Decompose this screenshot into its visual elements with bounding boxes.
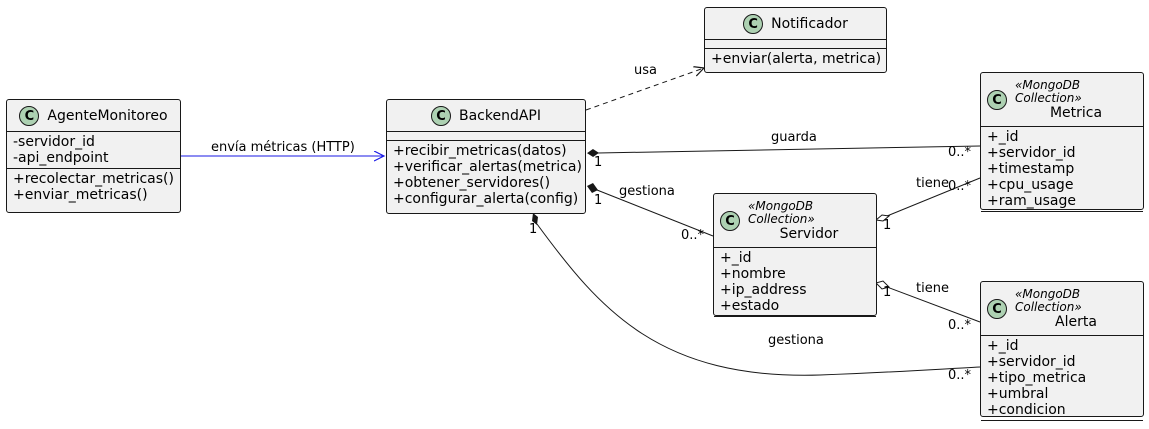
class-name: Metrica [1049, 105, 1103, 121]
methods-section: +recolectar_metricas() +enviar_metricas(… [7, 168, 180, 205]
class-alerta[interactable]: C «MongoDB Collection» Alerta +_id +serv… [980, 281, 1144, 421]
class-name: BackendAPI [458, 108, 541, 124]
relation-tiene-alerta-label: tiene [916, 281, 949, 296]
class-icon: C [430, 106, 451, 126]
class-name: Servidor [779, 226, 839, 242]
method: +recolectar_metricas() [13, 171, 174, 187]
attribute: +servidor_id [987, 354, 1076, 370]
relation-gestiona-alerta-mult-from: 1 [529, 222, 538, 237]
methods-section [981, 211, 1143, 220]
attribute: -servidor_id [13, 134, 95, 150]
class-stereotype: «MongoDB Collection» [748, 199, 815, 226]
class-backend-api[interactable]: C BackendAPI +recibir_metricas(datos) +v… [386, 99, 586, 214]
class-icon: C [19, 106, 40, 126]
attribute: +ip_address [720, 282, 807, 298]
class-agente-monitoreo[interactable]: C AgenteMonitoreo -servidor_id -api_endp… [6, 99, 181, 213]
method: +recibir_metricas(datos) [393, 143, 567, 159]
aggregation-diamond-tiene-metrica [874, 214, 891, 222]
relation-gestiona-alerta-line [536, 223, 981, 376]
relation-tiene-alerta-mult-from: 1 [883, 285, 892, 300]
attributes-section [387, 131, 585, 140]
aggregation-diamond-tiene-alerta [875, 280, 890, 290]
relation-gestiona-servidor-mult-to: 0..* [681, 228, 705, 243]
relation-tiene-alerta-mult-to: 0..* [948, 318, 972, 333]
methods-section [714, 316, 876, 325]
attributes-section [705, 39, 886, 48]
class-header: C «MongoDB Collection» Alerta [981, 282, 1143, 335]
relation-guarda-mult-from: 1 [594, 155, 603, 170]
composition-diamond-gestiona-servidor [587, 183, 598, 193]
attribute: +nombre [720, 266, 786, 282]
method: +obtener_servidores() [393, 175, 551, 191]
attribute: +_id [987, 129, 1019, 145]
attributes-section: +_id +servidor_id +tipo_metrica +umbral … [981, 335, 1143, 420]
attribute: -api_endpoint [13, 150, 109, 166]
class-icon: C [987, 90, 1007, 110]
class-header: C BackendAPI [387, 100, 585, 131]
attribute: +_id [987, 338, 1019, 354]
class-name: Notificador [771, 16, 848, 32]
attribute: +tipo_metrica [987, 370, 1087, 386]
attribute: +servidor_id [987, 145, 1076, 161]
relation-tiene-metrica-label: tiene [916, 176, 949, 191]
attributes-section: +_id +nombre +ip_address +estado [714, 247, 876, 316]
class-header: C AgenteMonitoreo [7, 100, 180, 131]
relation-gestiona-alerta-label: gestiona [768, 333, 824, 348]
attribute: +estado [720, 298, 780, 314]
attribute: +cpu_usage [987, 177, 1074, 193]
class-servidor[interactable]: C «MongoDB Collection» Servidor +_id +no… [713, 193, 877, 317]
composition-diamond-gestiona-alerta [532, 213, 538, 225]
class-icon: C [743, 14, 764, 34]
method: +verificar_alertas(metrica) [393, 159, 582, 175]
methods-section [981, 420, 1143, 429]
class-header: C «MongoDB Collection» Metrica [981, 73, 1143, 126]
attribute: +condicion [987, 402, 1066, 418]
composition-diamond-guarda [587, 149, 599, 157]
relation-guarda-line [597, 145, 981, 154]
method: +enviar(alerta, metrica) [711, 51, 882, 67]
methods-section: +enviar(alerta, metrica) [705, 48, 886, 69]
methods-section: +recibir_metricas(datos) +verificar_aler… [387, 140, 585, 209]
relation-gestiona-servidor-label: gestiona [619, 184, 675, 199]
relation-gestiona-servidor-line [596, 189, 714, 237]
attributes-section: -servidor_id -api_endpoint [7, 131, 180, 168]
class-stereotype: «MongoDB Collection» [1015, 78, 1082, 105]
relation-usa-line [585, 68, 704, 111]
relation-guarda-mult-to: 0..* [948, 145, 972, 160]
class-icon: C [720, 211, 740, 231]
class-header: C Notificador [705, 8, 886, 39]
class-header: C «MongoDB Collection» Servidor [714, 194, 876, 247]
class-metrica[interactable]: C «MongoDB Collection» Metrica +_id +ser… [980, 72, 1144, 212]
attribute: +umbral [987, 386, 1049, 402]
attribute: +ram_usage [987, 193, 1076, 209]
class-name: Alerta [1055, 314, 1097, 330]
relation-gestiona-alerta-mult-to: 0..* [948, 368, 972, 383]
class-notificador[interactable]: C Notificador +enviar(alerta, metrica) [704, 7, 887, 73]
relation-gestiona-servidor-mult-from: 1 [594, 193, 603, 208]
relation-guarda-label: guarda [771, 130, 817, 145]
relation-tiene-metrica-mult-to: 0..* [948, 179, 972, 194]
relation-tiene-alerta-line [886, 286, 981, 323]
method: +enviar_metricas() [13, 187, 148, 203]
class-name: AgenteMonitoreo [47, 108, 168, 124]
class-icon: C [987, 299, 1007, 319]
attributes-section: +_id +servidor_id +timestamp +cpu_usage … [981, 126, 1143, 211]
method: +configurar_alerta(config) [393, 191, 579, 207]
attribute: +_id [720, 250, 752, 266]
class-stereotype: «MongoDB Collection» [1015, 287, 1082, 314]
relation-tiene-metrica-line [886, 177, 981, 217]
relation-tiene-metrica-mult-from: 1 [883, 218, 892, 233]
relation-usa-label: usa [634, 63, 657, 78]
attribute: +timestamp [987, 161, 1075, 177]
relation-envia-label: envía métricas (HTTP) [211, 140, 355, 155]
